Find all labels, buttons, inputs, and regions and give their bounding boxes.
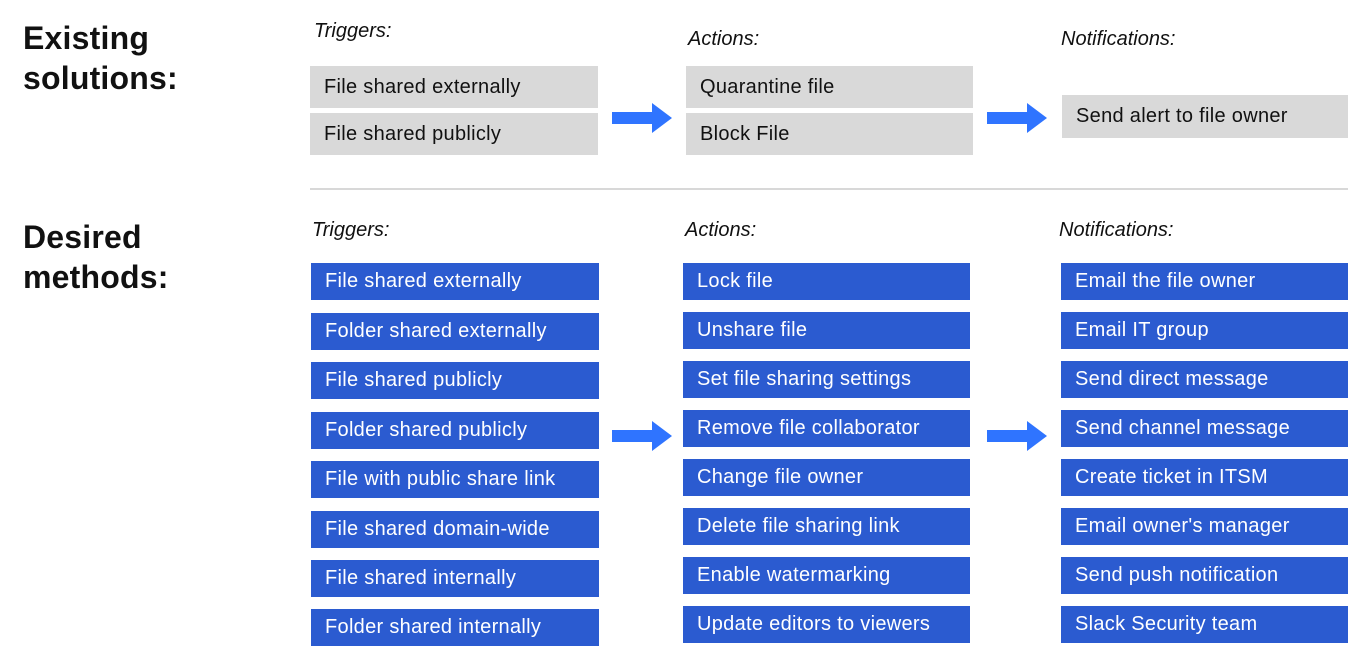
existing-title-line2: solutions: bbox=[23, 60, 178, 96]
desired-notification-item: Create ticket in ITSM bbox=[1061, 459, 1348, 496]
existing-action-item: Block File bbox=[686, 113, 973, 155]
desired-title-line1: Desired bbox=[23, 219, 142, 255]
existing-trigger-item: File shared publicly bbox=[310, 113, 598, 155]
desired-action-item: Delete file sharing link bbox=[683, 508, 970, 545]
right-arrow-icon bbox=[612, 103, 672, 133]
desired-action-item: Lock file bbox=[683, 263, 970, 300]
existing-triggers-heading: Triggers: bbox=[314, 20, 392, 42]
existing-actions-heading: Actions: bbox=[688, 28, 760, 50]
desired-trigger-item: Folder shared internally bbox=[311, 609, 599, 646]
desired-trigger-item: Folder shared publicly bbox=[311, 412, 599, 449]
right-arrow-icon bbox=[987, 103, 1047, 133]
desired-action-item: Update editors to viewers bbox=[683, 606, 970, 643]
desired-notification-item: Send direct message bbox=[1061, 361, 1348, 398]
existing-notification-item: Send alert to file owner bbox=[1062, 95, 1348, 138]
existing-title-line1: Existing bbox=[23, 20, 150, 56]
desired-trigger-item: File shared externally bbox=[311, 263, 599, 300]
existing-notifications-heading: Notifications: bbox=[1061, 28, 1176, 50]
right-arrow-icon bbox=[987, 421, 1047, 451]
desired-trigger-item: Folder shared externally bbox=[311, 313, 599, 350]
desired-methods-title: Desired methods: bbox=[23, 217, 169, 297]
desired-notification-item: Send channel message bbox=[1061, 410, 1348, 447]
desired-action-item: Enable watermarking bbox=[683, 557, 970, 594]
right-arrow-icon bbox=[612, 421, 672, 451]
desired-notification-item: Email IT group bbox=[1061, 312, 1348, 349]
existing-action-item: Quarantine file bbox=[686, 66, 973, 108]
desired-trigger-item: File shared publicly bbox=[311, 362, 599, 399]
section-divider bbox=[310, 188, 1348, 190]
desired-title-line2: methods: bbox=[23, 259, 169, 295]
desired-action-item: Remove file collaborator bbox=[683, 410, 970, 447]
desired-triggers-heading: Triggers: bbox=[312, 219, 390, 241]
desired-action-item: Unshare file bbox=[683, 312, 970, 349]
desired-notification-item: Email owner's manager bbox=[1061, 508, 1348, 545]
desired-actions-heading: Actions: bbox=[685, 219, 757, 241]
desired-notification-item: Email the file owner bbox=[1061, 263, 1348, 300]
desired-action-item: Change file owner bbox=[683, 459, 970, 496]
existing-solutions-title: Existing solutions: bbox=[23, 18, 178, 98]
desired-notification-item: Slack Security team bbox=[1061, 606, 1348, 643]
desired-action-item: Set file sharing settings bbox=[683, 361, 970, 398]
desired-notifications-heading: Notifications: bbox=[1059, 219, 1174, 241]
desired-notification-item: Send push notification bbox=[1061, 557, 1348, 594]
existing-trigger-item: File shared externally bbox=[310, 66, 598, 108]
desired-trigger-item: File with public share link bbox=[311, 461, 599, 498]
desired-trigger-item: File shared domain-wide bbox=[311, 511, 599, 548]
desired-trigger-item: File shared internally bbox=[311, 560, 599, 597]
